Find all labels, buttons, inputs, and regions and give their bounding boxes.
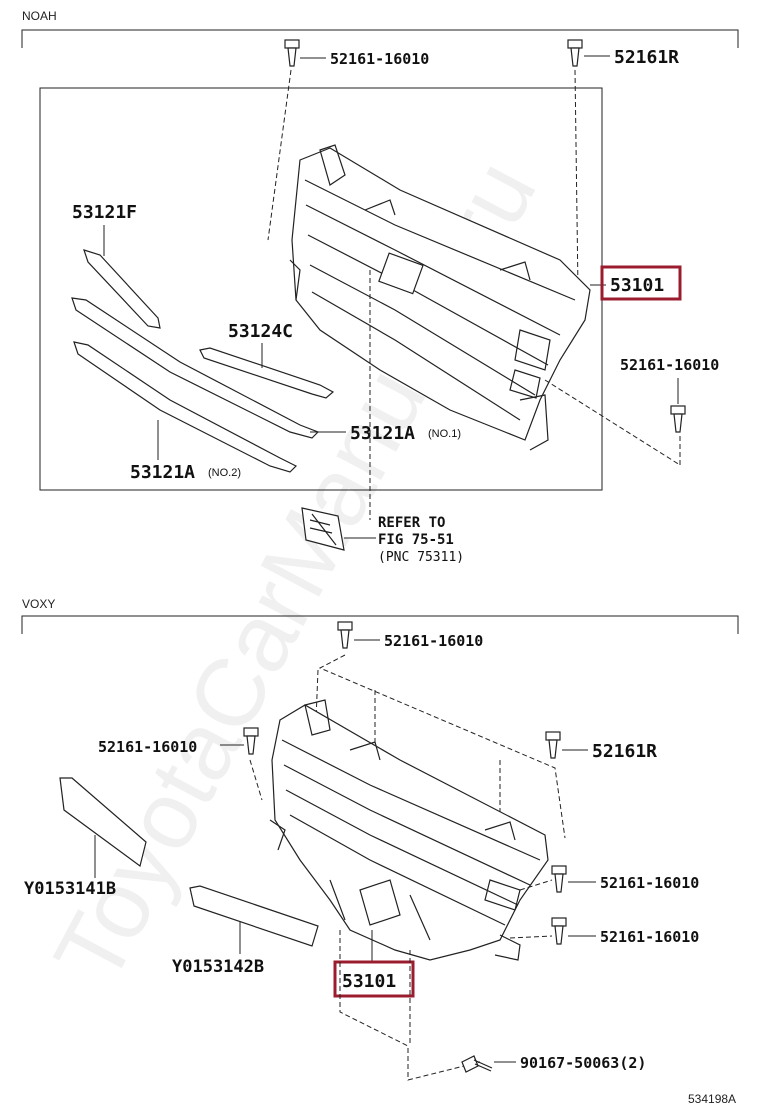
label-grille-noah: 53101 <box>610 275 664 296</box>
label-moulding-a-no1: 53121A <box>350 423 415 444</box>
emblem-ref-line-2: FIG 75-51 <box>378 532 454 548</box>
label-clip-voxy-right-2: 52161-16010 <box>600 928 699 946</box>
diagram-id: 534198A <box>688 1092 736 1106</box>
label-clip-r-voxy: 52161R <box>592 741 657 762</box>
moulding-53121a-no1 <box>71 297 320 439</box>
label-screw: 90167-50063(2) <box>520 1054 646 1072</box>
label-grille-voxy: 53101 <box>342 971 396 992</box>
section-bracket-voxy <box>21 615 739 634</box>
highlight-box-grille-voxy <box>333 960 415 998</box>
clip-icon <box>551 917 567 945</box>
dashed-leader <box>267 69 292 241</box>
dashed-leader <box>509 935 553 939</box>
label-moulding-a-no1-suffix: (NO.1) <box>428 428 461 440</box>
grille-assembly-voxy <box>269 699 549 961</box>
section-bracket-noah <box>21 29 739 48</box>
label-clip-noah-right: 52161-16010 <box>620 356 719 374</box>
label-clip-voxy-right-1: 52161-16010 <box>600 874 699 892</box>
clip-icon <box>243 727 259 755</box>
dashed-leader <box>574 69 579 291</box>
clip-icon <box>670 405 686 433</box>
emblem-ref-line-3: (PNC 75311) <box>378 550 464 565</box>
section-title-noah: NOAH <box>22 9 57 23</box>
moulding-53121f <box>83 249 161 329</box>
trim-y0153142b <box>189 885 319 947</box>
clip-icon <box>551 865 567 893</box>
label-moulding-f: 53121F <box>72 202 137 223</box>
clip-icon <box>284 39 300 67</box>
moulding-53124c <box>199 347 335 399</box>
section-title-voxy: VOXY <box>22 597 55 611</box>
clip-icon <box>567 39 583 67</box>
dashed-leader <box>249 759 263 801</box>
grille-assembly-noah <box>289 144 591 451</box>
dashed-leader <box>318 654 566 839</box>
screw-icon <box>461 1055 493 1073</box>
highlight-box-grille-noah <box>600 265 682 301</box>
label-moulding-c: 53124C <box>228 321 293 342</box>
dashed-leader <box>339 930 481 1081</box>
dashed-leader <box>544 379 681 466</box>
moulding-53121a-no2 <box>73 341 298 473</box>
label-y0153141b: Y0153141B <box>24 879 116 899</box>
label-clip-r-noah: 52161R <box>614 47 679 68</box>
clip-icon <box>545 731 561 759</box>
trim-y0153141b <box>59 777 147 868</box>
label-y0153142b: Y0153142B <box>172 957 264 977</box>
emblem-ref-line-1: REFER TO <box>378 515 445 531</box>
label-clip-voxy-top: 52161-16010 <box>384 632 483 650</box>
label-clip-noah-top: 52161-16010 <box>330 50 429 68</box>
clip-icon <box>337 621 353 649</box>
emblem-icon <box>301 507 345 551</box>
label-moulding-a-no2-suffix: (NO.2) <box>208 467 241 479</box>
label-clip-voxy-left: 52161-16010 <box>98 738 197 756</box>
dashed-leader <box>519 879 553 891</box>
label-moulding-a-no2: 53121A <box>130 462 195 483</box>
